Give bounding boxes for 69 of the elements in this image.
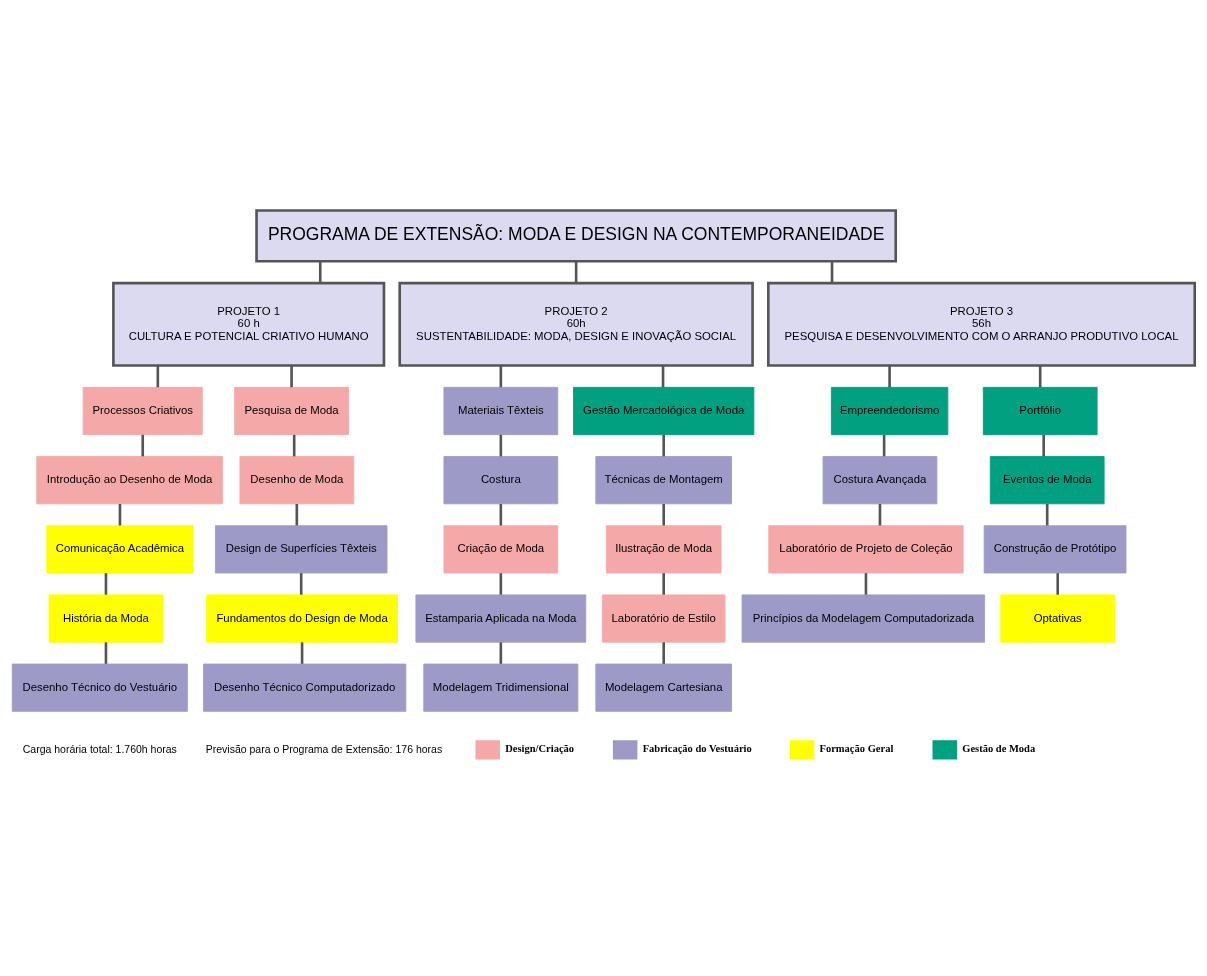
- node-box: Eventos de Moda: [989, 455, 1105, 504]
- node-box: Design de Superfícies Têxteis: [214, 524, 388, 573]
- node-box: Optativas: [1000, 593, 1116, 643]
- connector: [499, 641, 503, 664]
- node-box: Criação de Moda: [443, 524, 559, 573]
- node-box: Empreendedorismo: [830, 386, 949, 435]
- node-box: Estamparia Aplicada na Moda: [415, 593, 587, 643]
- node-box: Materiais Têxteis: [443, 386, 559, 435]
- connector: [118, 503, 122, 525]
- connector: [290, 365, 293, 387]
- node-box: Modelagem Tridimensional: [423, 663, 579, 712]
- node-box: Desenho Técnico Computadorizado: [203, 663, 407, 712]
- node-box: Pesquisa de Moda: [234, 386, 349, 435]
- node-box: PROGRAMA DE EXTENSÃO: MODA E DESIGN NA CONTEMPORANEIDADE: [255, 208, 898, 263]
- legend-label: Formação Geral: [819, 742, 894, 754]
- node-box: Técnicas de Montagem: [595, 455, 732, 504]
- node-box: Portfólio: [982, 386, 1098, 435]
- connector: [878, 503, 882, 525]
- node-box: PROJETO 3 56h PESQUISA E DESENVOLVIMENTO COM O ARRANJO PRODUTIVO LOCAL: [767, 281, 1197, 367]
- node-box: Laboratório de Estilo: [601, 593, 726, 643]
- node-box: PROJETO 2 60h SUSTENTABILIDADE: MODA, DESIGN E INOVAÇÃO SOCIAL: [398, 281, 754, 367]
- label: Previsão para o Programa de Extensão: 176 horas: [205, 742, 443, 755]
- connector: [499, 365, 503, 387]
- connector: [156, 365, 160, 387]
- node-box: PROJETO 1 60 h CULTURA E POTENCIAL CRIATIVO HUMANO: [112, 281, 386, 367]
- legend-label: Design/Criação: [505, 742, 575, 754]
- connector: [882, 434, 886, 456]
- label: Carga horária total: 1.760h horas: [22, 742, 177, 755]
- connector: [662, 641, 665, 664]
- connector: [1038, 365, 1042, 387]
- connector: [864, 572, 868, 595]
- connector: [662, 503, 665, 525]
- node-box: Desenho de Moda: [239, 455, 355, 504]
- connector: [1042, 434, 1045, 456]
- connector: [295, 503, 299, 525]
- node-box: Costura: [443, 455, 559, 504]
- legend-label: Fabricação do Vestuário: [642, 742, 752, 754]
- node-box: Processos Criativos: [82, 386, 203, 435]
- connector: [318, 260, 322, 283]
- connector: [299, 572, 303, 595]
- connector: [499, 503, 503, 525]
- connector: [300, 641, 304, 664]
- connector: [662, 572, 665, 595]
- node-box: História da Moda: [48, 593, 164, 643]
- connector: [830, 260, 834, 283]
- connector: [888, 365, 891, 387]
- connector: [141, 434, 145, 456]
- legend-label: Gestão de Moda: [962, 742, 1036, 754]
- connector: [499, 572, 503, 595]
- connector: [292, 434, 296, 456]
- node-box: Comunicação Acadêmica: [46, 524, 194, 573]
- connector: [574, 260, 578, 283]
- node-box: Modelagem Cartesiana: [595, 663, 732, 712]
- node-box: Introdução ao Desenho de Moda: [36, 455, 223, 504]
- node-box: Desenho Técnico do Vestuário: [11, 663, 188, 712]
- connector: [1045, 503, 1049, 525]
- connector: [661, 365, 665, 387]
- node-box: Laboratório de Projeto de Coleção: [768, 524, 964, 573]
- connector: [662, 434, 665, 456]
- node-box: Fundamentos do Design de Moda: [206, 593, 398, 643]
- connector: [1056, 572, 1060, 595]
- connector: [104, 641, 108, 664]
- node-box: Ilustração de Moda: [605, 524, 722, 573]
- node-box: Princípios da Modelagem Computadorizada: [741, 593, 986, 643]
- connector: [499, 434, 503, 456]
- node-box: Gestão Mercadológica de Moda: [573, 386, 755, 435]
- node-box: Costura Avançada: [822, 455, 938, 504]
- connector: [104, 572, 108, 595]
- node-box: Construção de Protótipo: [983, 524, 1127, 573]
